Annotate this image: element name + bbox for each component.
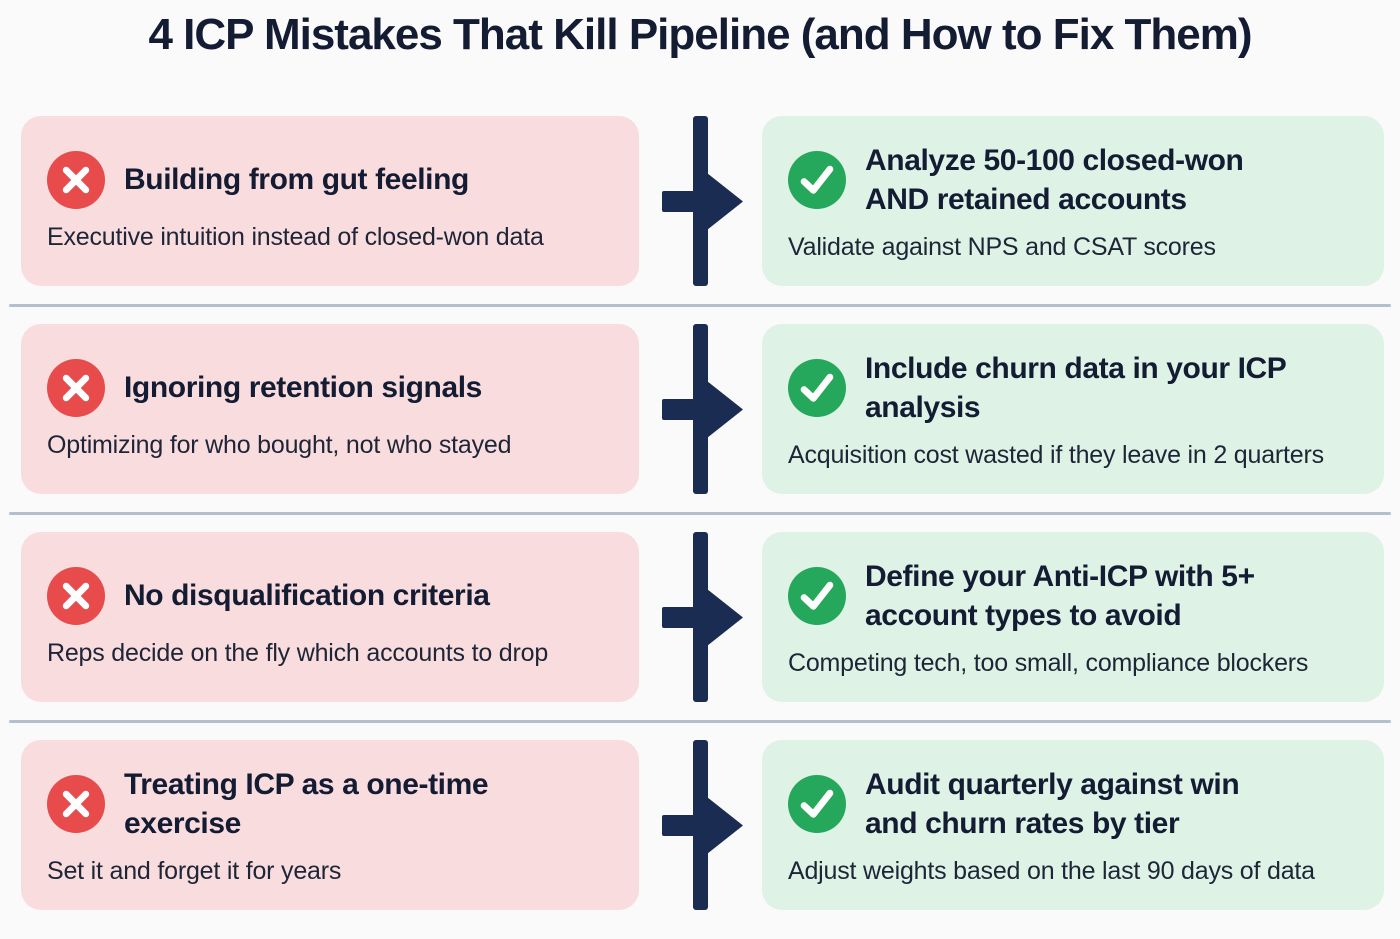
fix-card-4-header: Audit quarterly against win and churn ra…	[788, 765, 1362, 843]
mistake-title: Building from gut feeling	[124, 163, 469, 196]
fix-subtitle: Validate against NPS and CSAT scores	[788, 232, 1216, 261]
header: 4 ICP Mistakes That Kill Pipeline (and H…	[0, 0, 1400, 116]
comparison-row-4: Treating ICP as a one-time exercise Set …	[0, 740, 1400, 910]
mistake-subtitle: Executive intuition instead of closed-wo…	[47, 222, 544, 251]
check-circle-icon	[788, 150, 846, 209]
right-arrow-icon	[662, 740, 743, 910]
fix-title: Include churn data in your ICP analysis	[865, 351, 1287, 424]
mistake-card-3-header: No disqualification criteria	[47, 566, 617, 625]
x-circle-icon	[47, 566, 105, 625]
x-circle-icon	[47, 358, 105, 417]
row-divider	[9, 304, 1391, 307]
mistake-card-4: Treating ICP as a one-time exercise Set …	[21, 740, 639, 910]
fix-title: Analyze 50-100 closed-won AND retained a…	[865, 143, 1244, 216]
arrow-zone	[639, 740, 762, 910]
row-divider	[9, 512, 1391, 515]
fix-card-2: Include churn data in your ICP analysis …	[762, 324, 1384, 494]
fix-subtitle: Competing tech, too small, compliance bl…	[788, 648, 1309, 677]
fix-card-3-header: Define your Anti-ICP with 5+ account typ…	[788, 557, 1362, 635]
fix-title: Define your Anti-ICP with 5+ account typ…	[865, 559, 1255, 632]
fix-title: Audit quarterly against win and churn ra…	[865, 767, 1240, 840]
fix-card-2-header: Include churn data in your ICP analysis	[788, 349, 1362, 427]
fix-card-4: Audit quarterly against win and churn ra…	[762, 740, 1384, 910]
arrow-zone	[639, 324, 762, 494]
page-title: 4 ICP Mistakes That Kill Pipeline (and H…	[148, 10, 1252, 59]
right-arrow-icon	[662, 324, 743, 494]
mistake-card-2-header: Ignoring retention signals	[47, 358, 617, 417]
mistake-card-3: No disqualification criteria Reps decide…	[21, 532, 639, 702]
x-circle-icon	[47, 774, 105, 833]
mistake-card-2: Ignoring retention signals Optimizing fo…	[21, 324, 639, 494]
mistake-title: Treating ICP as a one-time exercise	[124, 767, 489, 840]
right-arrow-icon	[662, 116, 743, 286]
mistake-subtitle: Set it and forget it for years	[47, 856, 342, 885]
check-circle-icon	[788, 358, 846, 417]
fix-subtitle: Acquisition cost wasted if they leave in…	[788, 440, 1324, 469]
arrow-zone	[639, 532, 762, 702]
row-divider	[9, 720, 1391, 723]
mistake-card-4-header: Treating ICP as a one-time exercise	[47, 765, 617, 843]
comparison-row-1: Building from gut feeling Executive intu…	[0, 116, 1400, 286]
mistake-card-1-header: Building from gut feeling	[47, 150, 617, 209]
mistake-subtitle: Optimizing for who bought, not who staye…	[47, 430, 512, 459]
fix-card-3: Define your Anti-ICP with 5+ account typ…	[762, 532, 1384, 702]
mistake-card-1: Building from gut feeling Executive intu…	[21, 116, 639, 286]
comparison-row-3: No disqualification criteria Reps decide…	[0, 532, 1400, 702]
mistake-subtitle: Reps decide on the fly which accounts to…	[47, 638, 549, 667]
x-circle-icon	[47, 150, 105, 209]
fix-card-1: Analyze 50-100 closed-won AND retained a…	[762, 116, 1384, 286]
check-circle-icon	[788, 774, 846, 833]
arrow-zone	[639, 116, 762, 286]
right-arrow-icon	[662, 532, 743, 702]
check-circle-icon	[788, 566, 846, 625]
mistake-title: Ignoring retention signals	[124, 371, 482, 404]
fix-subtitle: Adjust weights based on the last 90 days…	[788, 856, 1315, 885]
fix-card-1-header: Analyze 50-100 closed-won AND retained a…	[788, 141, 1362, 219]
mistake-title: No disqualification criteria	[124, 579, 490, 612]
comparison-row-2: Ignoring retention signals Optimizing fo…	[0, 324, 1400, 494]
